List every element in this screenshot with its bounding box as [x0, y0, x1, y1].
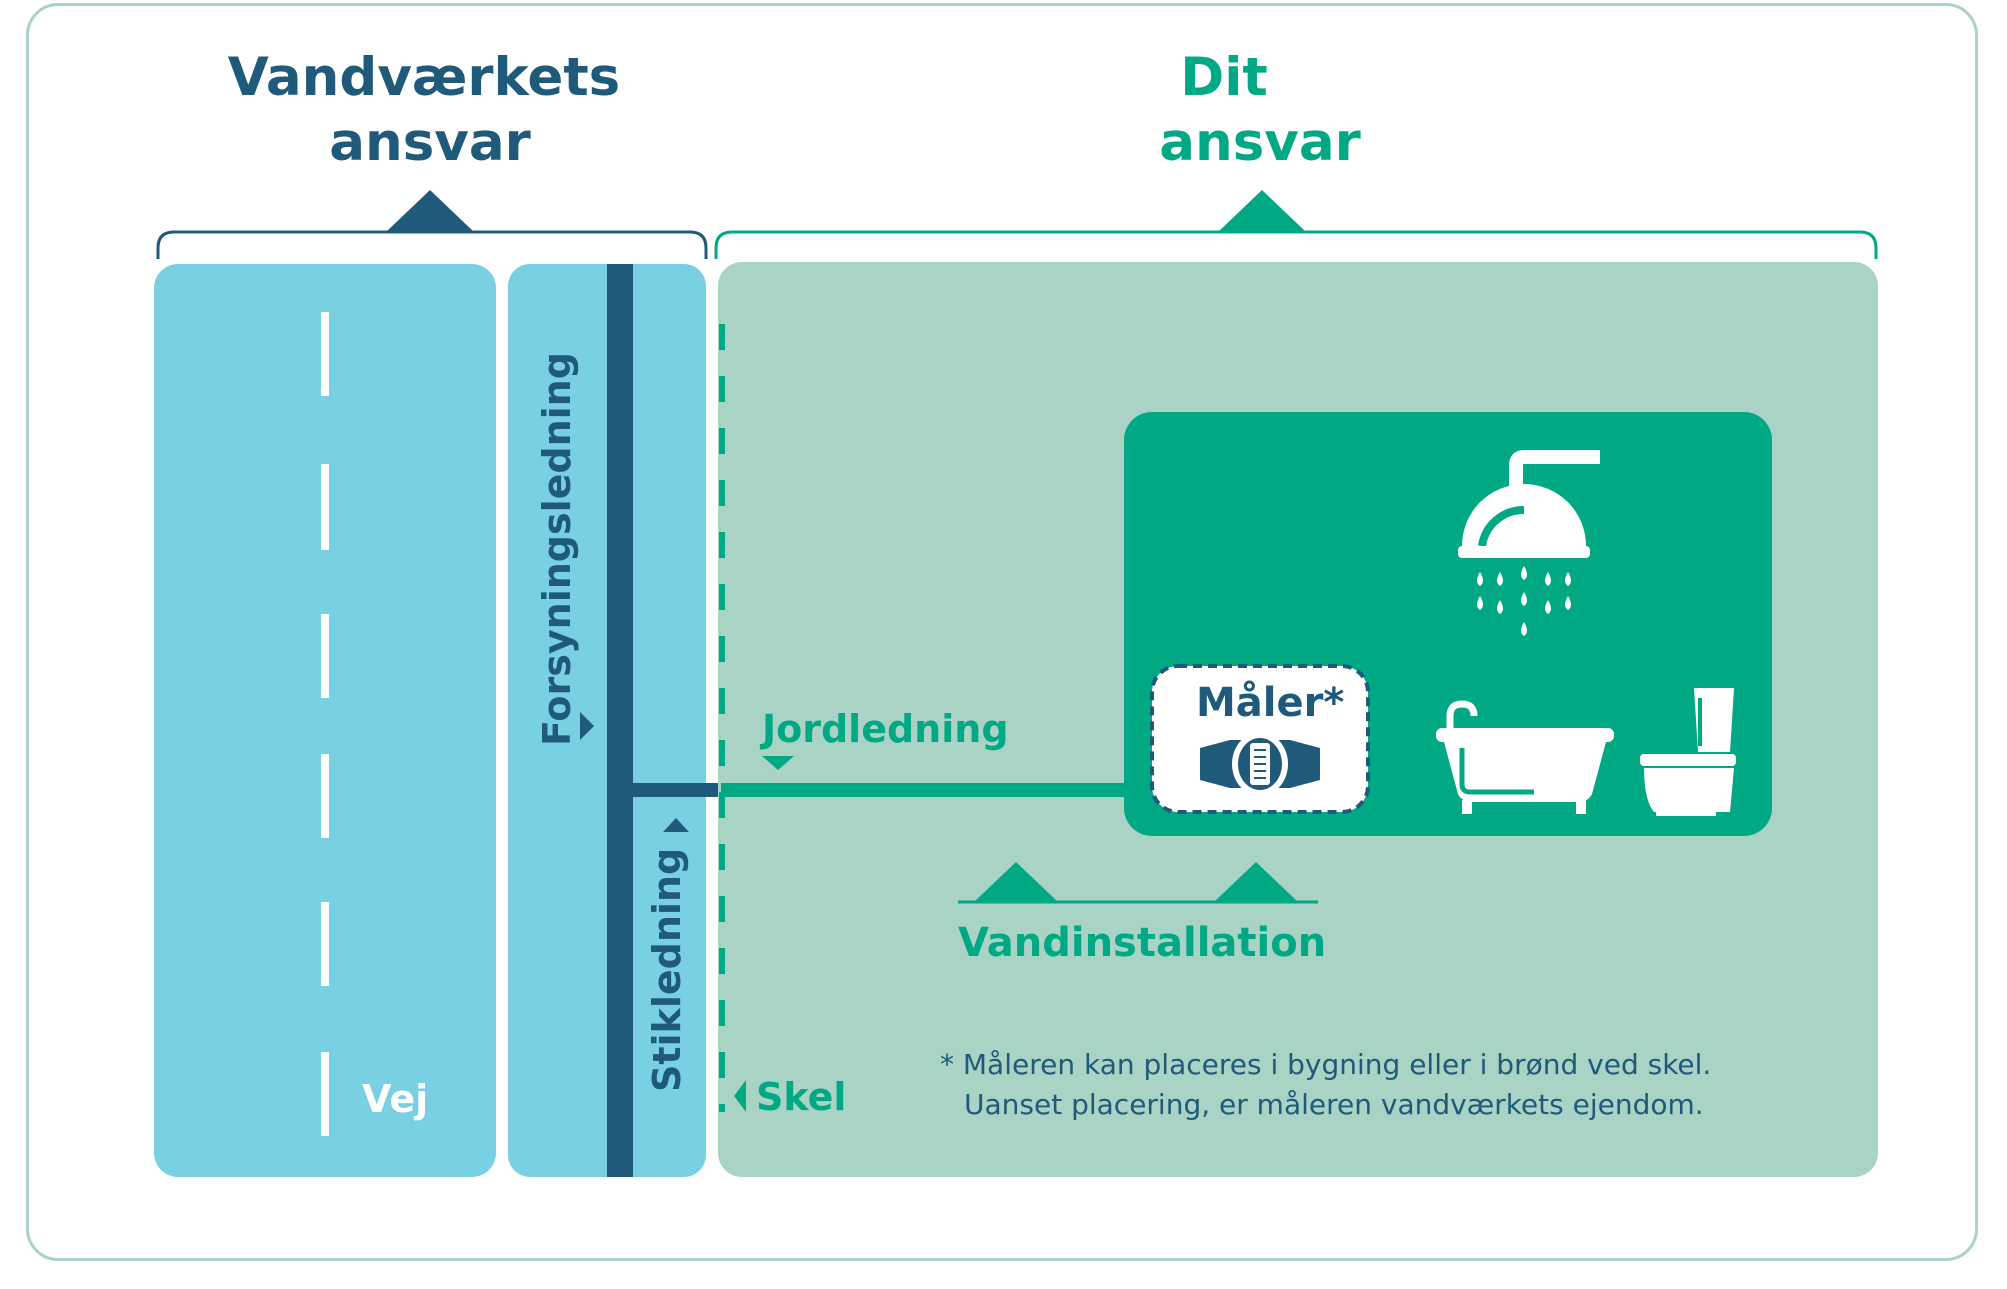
service-pipe-arrow [663, 818, 689, 832]
ground-pipe [721, 783, 1136, 797]
right-heading-line2: ansvar [1159, 112, 1361, 173]
ground-pipe-arrow [762, 756, 794, 770]
footnote-line2: Uanset placering, er måleren vandværkets… [964, 1088, 1704, 1121]
ground-pipe-label: Jordledning [759, 707, 1009, 751]
water-meter-icon [1200, 732, 1320, 796]
road-panel [154, 264, 496, 1177]
right-heading-line1: Dit [1180, 47, 1268, 108]
service-pipe [633, 783, 721, 797]
left-heading-line1: Vandværkets [228, 47, 620, 108]
left-brace [156, 190, 708, 259]
shower-icon [1458, 450, 1600, 636]
toilet-icon [1640, 688, 1736, 816]
diagram-frame [26, 3, 1978, 1261]
road-label: Vej [362, 1077, 428, 1121]
left-heading-line2: ansvar [329, 112, 531, 173]
installation-label: Vandinstallation [958, 920, 1326, 966]
right-brace [714, 190, 1878, 259]
installation-marker [958, 862, 1318, 904]
supply-main-pipe [607, 264, 633, 1177]
supply-main-arrow [580, 712, 594, 740]
footnote-line1: * Måleren kan placeres i bygning eller i… [940, 1048, 1711, 1081]
boundary-arrow [734, 1080, 746, 1112]
bathtub-icon [1436, 700, 1614, 814]
supply-main-label: Forsyningsledning [535, 352, 579, 746]
boundary-label: Skel [756, 1075, 846, 1119]
meter-box: Måler* [1150, 664, 1370, 814]
service-pipe-label: Stikledning [645, 848, 689, 1092]
meter-label: Måler* [1196, 679, 1344, 726]
